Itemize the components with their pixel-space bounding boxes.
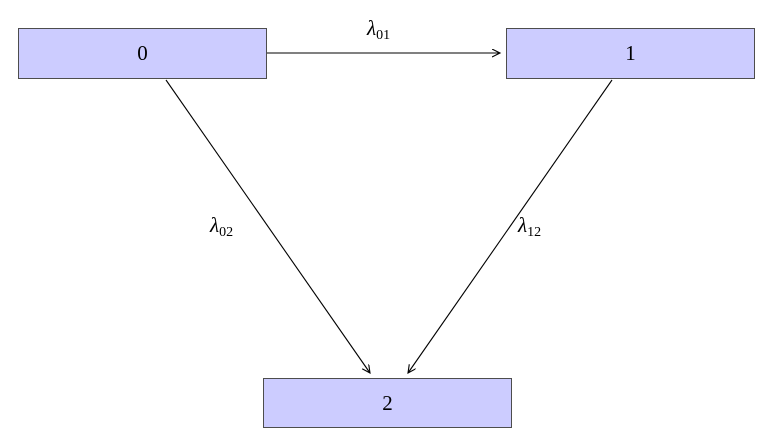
edge-label-lambda-12: λ12 xyxy=(518,213,541,241)
lambda-subscript: 02 xyxy=(219,225,234,240)
lambda-subscript: 12 xyxy=(527,225,542,240)
edge-0-to-2 xyxy=(165,79,370,373)
node-state-1: 1 xyxy=(506,28,755,79)
lambda-symbol: λ xyxy=(367,16,377,40)
node-state-0: 0 xyxy=(18,28,267,79)
edge-1-to-2 xyxy=(408,79,613,373)
lambda-symbol: λ xyxy=(210,213,220,237)
node-state-2: 2 xyxy=(263,378,512,428)
lambda-symbol: λ xyxy=(518,213,528,237)
node-state-0-label: 0 xyxy=(137,41,148,65)
edge-label-lambda-02: λ02 xyxy=(210,213,233,241)
edge-label-lambda-01: λ01 xyxy=(367,16,390,44)
lambda-subscript: 01 xyxy=(376,28,391,43)
node-state-1-label: 1 xyxy=(625,41,636,65)
node-state-2-label: 2 xyxy=(382,390,393,415)
